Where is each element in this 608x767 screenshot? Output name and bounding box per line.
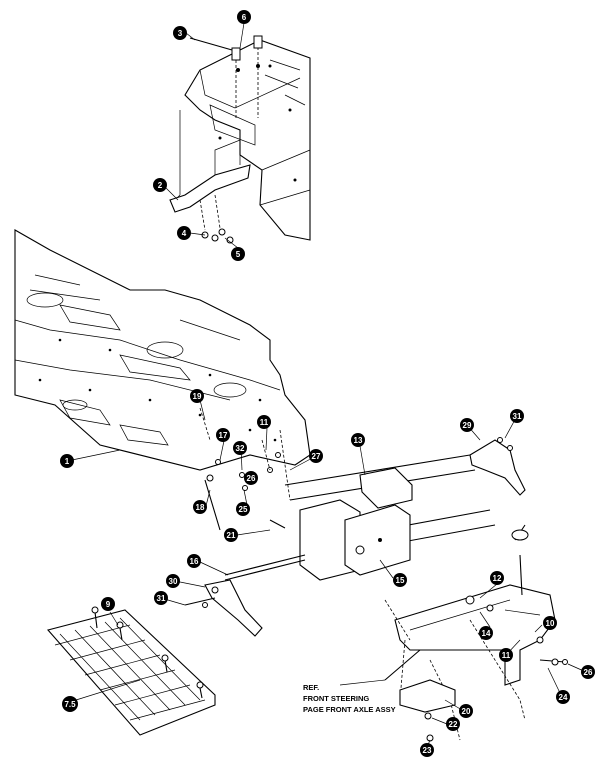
grill-plate [46,606,216,736]
callout-3: 3 [173,26,187,40]
svg-text:7.5: 7.5 [64,700,76,709]
svg-text:26: 26 [584,668,593,677]
callout-25: 25 [236,502,250,516]
reference-note: REF. FRONT STEERING PAGE FRONT AXLE ASSY [303,683,396,714]
callout-26-left: 26 [244,471,258,485]
callout-32: 32 [233,441,247,455]
svg-text:13: 13 [354,436,363,445]
callout-5: 5 [231,247,245,261]
callout-11: 11 [257,415,271,429]
callout-13: 13 [351,433,365,447]
svg-text:25: 25 [239,505,248,514]
svg-text:19: 19 [193,392,202,401]
svg-text:23: 23 [423,746,432,755]
callout-17: 17 [216,428,230,442]
callout-9: 9 [101,597,115,611]
svg-text:31: 31 [513,412,522,421]
svg-text:4: 4 [182,229,187,238]
svg-text:5: 5 [236,250,241,259]
callout-10: 10 [543,616,557,630]
callout-29: 29 [460,418,474,432]
callout-24: 24 [556,690,570,704]
inset-frame-detail [169,35,311,244]
svg-text:10: 10 [546,619,555,628]
svg-text:31: 31 [157,594,166,603]
note-line-3: PAGE FRONT AXLE ASSY [303,705,396,714]
callout-31-left: 31 [154,591,168,605]
svg-text:22: 22 [449,720,458,729]
svg-text:32: 32 [236,444,245,453]
callout-21: 21 [224,528,238,542]
callout-23: 23 [420,743,434,757]
svg-text:29: 29 [463,421,472,430]
svg-text:1: 1 [65,457,70,466]
svg-text:20: 20 [462,707,471,716]
svg-text:16: 16 [190,557,199,566]
callout-20: 20 [459,704,473,718]
svg-text:26: 26 [247,474,256,483]
svg-text:3: 3 [178,29,183,38]
svg-text:9: 9 [106,600,111,609]
svg-text:18: 18 [196,503,205,512]
callout-6: 6 [237,10,251,24]
callouts: 1 2 3 4 5 6 7.5 9 10 11 12 13 14 15 16 1… [60,10,595,757]
svg-text:17: 17 [219,431,228,440]
callout-2: 2 [153,178,167,192]
callout-11-lower: 11 [499,648,513,662]
front-axle-assembly [184,407,568,742]
svg-text:11: 11 [502,651,511,660]
callout-16: 16 [187,554,201,568]
callout-27: 27 [309,449,323,463]
svg-text:12: 12 [493,574,502,583]
callout-14: 14 [479,626,493,640]
main-frame [14,229,311,471]
callout-18: 18 [193,500,207,514]
callout-31-right: 31 [510,409,524,423]
svg-text:14: 14 [482,629,491,638]
callout-30: 30 [166,574,180,588]
callout-15: 15 [393,573,407,587]
note-line-1: REF. [303,683,319,692]
callout-12: 12 [490,571,504,585]
svg-text:15: 15 [396,576,405,585]
leader-lines [71,22,587,746]
svg-text:21: 21 [227,531,236,540]
svg-text:6: 6 [242,13,247,22]
callout-22: 22 [446,717,460,731]
svg-text:24: 24 [559,693,568,702]
callout-1: 1 [60,454,74,468]
svg-text:30: 30 [169,577,178,586]
svg-text:11: 11 [260,418,269,427]
note-line-2: FRONT STEERING [303,694,369,703]
callout-26-right: 26 [581,665,595,679]
callout-19: 19 [190,389,204,403]
callout-7-5: 7.5 [62,696,78,712]
svg-text:2: 2 [158,181,163,190]
svg-text:27: 27 [312,452,321,461]
callout-4: 4 [177,226,191,240]
